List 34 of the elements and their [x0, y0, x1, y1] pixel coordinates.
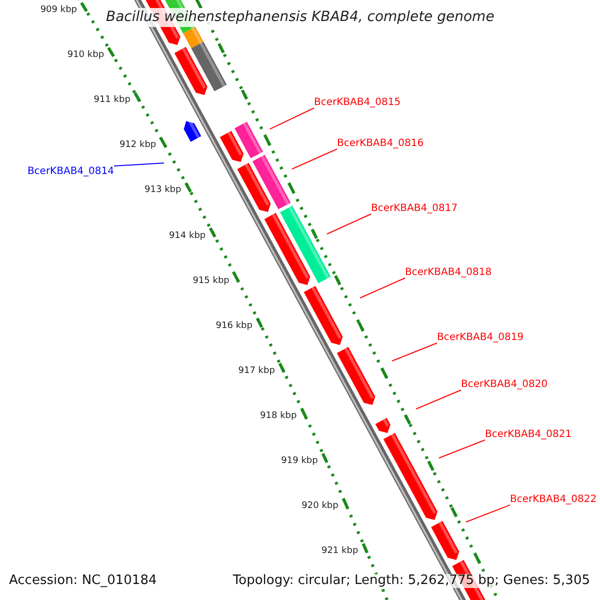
gene-label: BcerKBAB4_0818	[405, 267, 492, 278]
scale-label: 919 kbp	[281, 457, 318, 467]
scale-label: 916 kbp	[216, 322, 252, 332]
scale-label: 920 kbp	[302, 502, 338, 512]
leader-line	[270, 108, 314, 130]
leader-line	[326, 214, 372, 234]
gene-label: BcerKBAB4_0820	[461, 379, 548, 390]
leader-line	[392, 342, 438, 362]
scale-label: 913 kbp	[144, 186, 182, 196]
gene-label: BcerKBAB4_0814	[27, 166, 114, 177]
leader-line	[438, 440, 486, 458]
leader-line	[292, 148, 338, 170]
leader-line	[114, 162, 164, 166]
scale-label: 915 kbp	[192, 276, 230, 286]
scale-label: 911 kbp	[94, 96, 130, 106]
gene-label: BcerKBAB4_0821	[485, 429, 572, 440]
leader-line	[466, 504, 510, 522]
leader-line	[416, 390, 462, 410]
gene-label: BcerKBAB4_0819	[437, 332, 524, 343]
gene-label: BcerKBAB4_0816	[337, 138, 424, 149]
scale-label: 912 kbp	[119, 141, 156, 152]
leader-line	[360, 278, 406, 298]
accession-label: Accession: NC_010184	[9, 574, 157, 588]
scale-label: 917 kbp	[238, 366, 275, 377]
title: Bacillus weihenstephanensis KBAB4, complete genome	[106, 8, 494, 28]
gene-label: BcerKBAB4_0815	[314, 97, 401, 108]
genome-summary: Topology: circular; Length: 5,262,775 bp; Genes: 5,305	[232, 574, 590, 588]
scale-label: 918 kbp	[260, 412, 297, 422]
gene-label: BcerKBAB4_0817	[371, 203, 458, 214]
gene-label: BcerKBAB4_0822	[510, 494, 597, 505]
scale-label: 910 kbp	[67, 51, 104, 61]
scale-label: 909 kbp	[40, 6, 78, 16]
scale-label: 914 kbp	[168, 232, 206, 242]
scale-label: 921 kbp	[321, 547, 358, 558]
